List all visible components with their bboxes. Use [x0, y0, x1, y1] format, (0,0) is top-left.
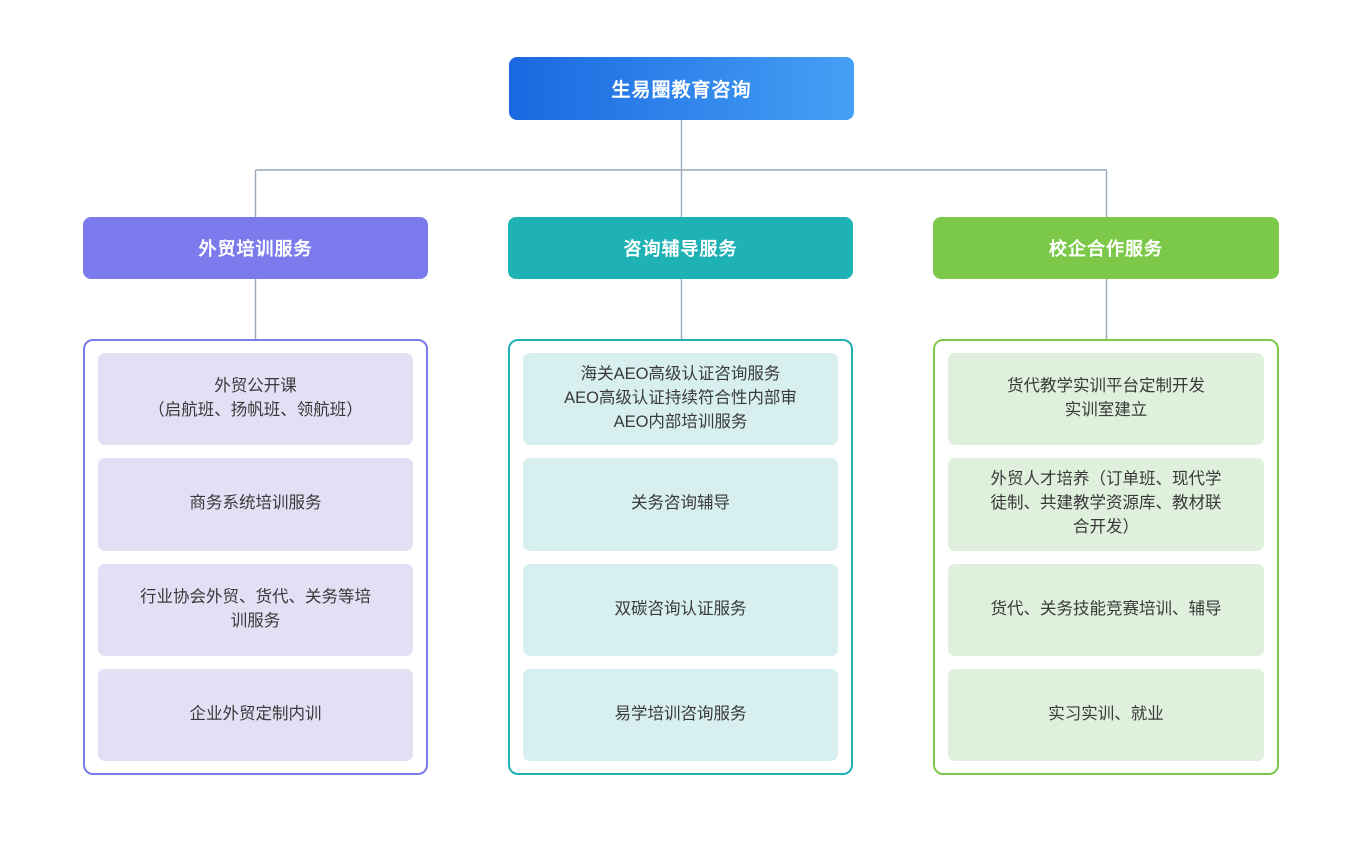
- service-card[interactable]: 外贸人才培养（订单班、现代学徒制、共建教学资源库、教材联合开发）: [948, 458, 1264, 551]
- service-card-text: 关务咨询辅导: [631, 492, 730, 516]
- branch-group-0: 外贸公开课 （启航班、扬帆班、领航班） 商务系统培训服务行业协会外贸、货代、关务等培…: [83, 339, 428, 775]
- service-card[interactable]: 外贸公开课 （启航班、扬帆班、领航班）: [98, 353, 413, 446]
- branch-group-1: 海关AEO高级认证咨询服务 AEO高级认证持续符合性内部审 AEO内部培训服务关务咨…: [508, 339, 853, 775]
- service-card-text: 双碳咨询认证服务: [615, 598, 747, 622]
- service-card-line: 训服务: [230, 611, 281, 630]
- service-card[interactable]: 易学培训咨询服务: [523, 668, 838, 761]
- service-card-line: 徒制、共建教学资源库、教材联: [990, 494, 1222, 513]
- service-card-text: 企业外贸定制内训: [190, 703, 322, 727]
- service-card-line: 商务系统培训服务: [189, 494, 322, 513]
- service-card-line: 货代教学实训平台定制开发: [1007, 377, 1205, 396]
- branch-header-2[interactable]: 校企合作服务: [933, 217, 1279, 279]
- service-card-line: 外贸人才培养（订单班、现代学: [990, 470, 1222, 489]
- service-card-line: 易学培训咨询服务: [614, 704, 747, 723]
- branch-group-2: 货代教学实训平台定制开发实训室建立外贸人才培养（订单班、现代学徒制、共建教学资源…: [933, 339, 1279, 775]
- service-card-line: 合开发）: [1073, 518, 1139, 537]
- service-card-line: 关务咨询辅导: [631, 494, 730, 513]
- service-card-line: 双碳咨询认证服务: [614, 599, 747, 618]
- service-card-line: 外贸公开课: [214, 377, 297, 396]
- service-card-text: 货代、关务技能竞赛培训、辅导: [991, 598, 1222, 622]
- service-card[interactable]: 海关AEO高级认证咨询服务 AEO高级认证持续符合性内部审 AEO内部培训服务: [523, 353, 838, 446]
- service-card-line: 实训室建立: [1064, 401, 1148, 420]
- service-card-text: 实习实训、就业: [1048, 703, 1164, 727]
- service-card[interactable]: 企业外贸定制内训: [98, 668, 413, 761]
- service-card[interactable]: 关务咨询辅导: [523, 458, 838, 551]
- service-card-line: 行业协会外贸、货代、关务等培: [140, 587, 371, 606]
- service-card-text: 商务系统培训服务: [190, 492, 322, 516]
- service-card[interactable]: 货代教学实训平台定制开发实训室建立: [948, 353, 1264, 446]
- service-card[interactable]: 商务系统培训服务: [98, 458, 413, 551]
- service-card[interactable]: 双碳咨询认证服务: [523, 563, 838, 656]
- service-card-text: 行业协会外贸、货代、关务等培训服务: [140, 586, 371, 634]
- service-card-line: AEO内部培训服务: [613, 413, 748, 432]
- service-card-line: 海关AEO高级认证咨询服务: [580, 365, 781, 384]
- service-card-line: （启航班、扬帆班、领航班）: [148, 401, 363, 420]
- root-node[interactable]: 生易圈教育咨询: [509, 57, 854, 120]
- service-card[interactable]: 货代、关务技能竞赛培训、辅导: [948, 563, 1264, 656]
- service-card-text: 外贸人才培养（订单班、现代学徒制、共建教学资源库、教材联合开发）: [991, 468, 1222, 540]
- service-card-text: 海关AEO高级认证咨询服务 AEO高级认证持续符合性内部审 AEO内部培训服务: [564, 363, 797, 435]
- service-card-line: AEO高级认证持续符合性内部审: [564, 389, 797, 408]
- service-card[interactable]: 实习实训、就业: [948, 668, 1264, 761]
- service-card-line: 企业外贸定制内训: [189, 704, 322, 723]
- service-card-line: 实习实训、就业: [1048, 704, 1164, 723]
- service-card-text: 易学培训咨询服务: [615, 703, 747, 727]
- branch-header-0[interactable]: 外贸培训服务: [83, 217, 428, 279]
- service-card-line: 货代、关务技能竞赛培训、辅导: [990, 599, 1222, 618]
- branch-header-1[interactable]: 咨询辅导服务: [508, 217, 853, 279]
- service-card-text: 货代教学实训平台定制开发实训室建立: [1007, 375, 1205, 423]
- service-card-text: 外贸公开课 （启航班、扬帆班、领航班）: [148, 375, 363, 423]
- service-card[interactable]: 行业协会外贸、货代、关务等培训服务: [98, 563, 413, 656]
